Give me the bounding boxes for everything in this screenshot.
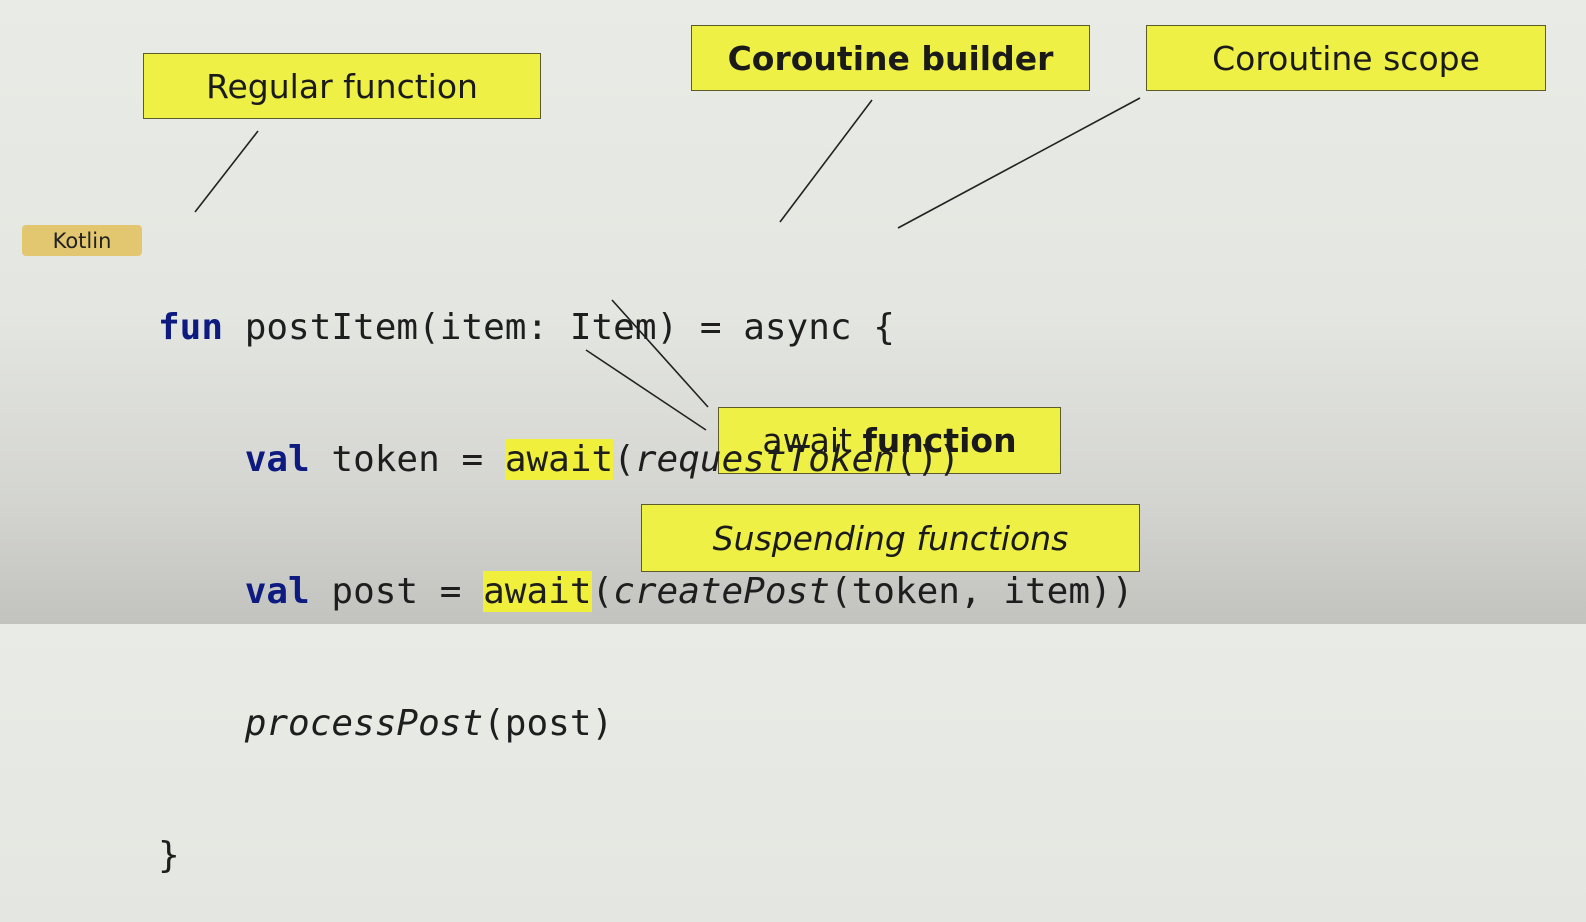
- paren-open: (: [613, 439, 635, 480]
- closing-brace: }: [158, 835, 180, 876]
- code-line-3: val post = await(createPost(token, item)…: [158, 570, 1133, 614]
- connector-await-2: [585, 349, 707, 431]
- label-suspending-functions-text: Suspending functions: [712, 518, 1069, 558]
- code-block: fun postItem(item: Item) = async { val t…: [158, 218, 1133, 922]
- await-highlight-2: await: [483, 571, 592, 612]
- indent: [158, 703, 245, 744]
- code-line-5: }: [158, 834, 1133, 878]
- indent: [158, 571, 245, 612]
- await-highlight-1: await: [504, 439, 614, 480]
- label-coroutine-scope-text: Coroutine scope: [1212, 38, 1480, 78]
- code-line-1: fun postItem(item: Item) = async {: [158, 306, 1133, 350]
- label-await-function: await function: [718, 407, 1061, 474]
- label-coroutine-builder-text: Coroutine builder: [727, 38, 1054, 78]
- label-regular-function-text: Regular function: [206, 66, 478, 106]
- code-line-3-close: (token, item)): [829, 571, 1134, 612]
- label-suspending-functions: Suspending functions: [641, 504, 1140, 572]
- label-coroutine-builder: Coroutine builder: [691, 25, 1090, 91]
- keyword-val: val: [244, 571, 310, 612]
- language-badge: Kotlin: [22, 225, 142, 256]
- connector-regular-function: [194, 130, 259, 213]
- code-line-2: val token = await(requestToken()): [158, 438, 1133, 482]
- keyword-val: val: [244, 439, 310, 480]
- code-line-1-rest: postItem(item: Item) = async {: [223, 307, 895, 348]
- label-await-text: await: [762, 421, 852, 460]
- label-regular-function: Regular function: [143, 53, 541, 119]
- keyword-fun: fun: [158, 307, 224, 348]
- call-process-post: processPost: [244, 703, 484, 744]
- connector-coroutine-scope: [897, 97, 1141, 229]
- indent: [158, 439, 245, 480]
- code-line-2-mid: token =: [309, 439, 505, 480]
- code-line-2-close: ()): [894, 439, 960, 480]
- paren-open: (: [591, 571, 614, 612]
- call-request-token: requestToken: [634, 439, 895, 480]
- language-badge-text: Kotlin: [52, 228, 112, 253]
- code-line-4: processPost(post): [158, 702, 1133, 746]
- code-line-4-close: (post): [483, 703, 614, 744]
- call-create-post: createPost: [613, 571, 830, 612]
- label-coroutine-scope: Coroutine scope: [1146, 25, 1546, 91]
- connector-lines: [194, 97, 1141, 431]
- code-line-3-mid: post =: [309, 571, 484, 612]
- connector-coroutine-builder: [779, 99, 873, 223]
- connector-await-1: [611, 299, 709, 408]
- label-function-text: function: [862, 421, 1017, 460]
